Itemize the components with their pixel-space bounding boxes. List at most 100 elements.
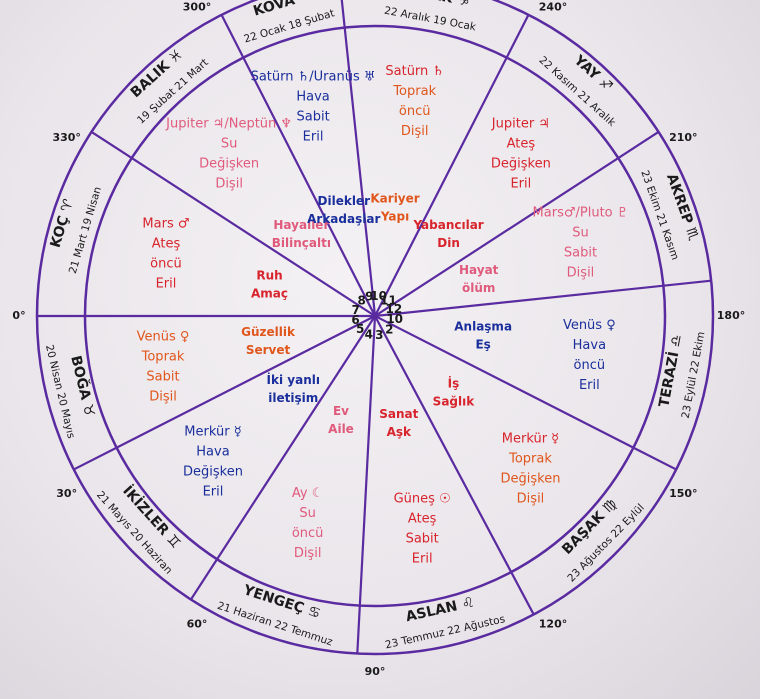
quality-label: Sabit	[564, 246, 597, 261]
quality-label: Eril	[412, 551, 433, 566]
house-number: 8	[357, 294, 365, 308]
degree-mark: 330°	[52, 131, 80, 144]
house-theme: iletişim	[268, 391, 318, 405]
house-number: 5	[356, 322, 364, 336]
quality-label: Su	[572, 226, 589, 241]
degree-mark: 0°	[12, 309, 25, 322]
quality-label: Sabit	[406, 531, 439, 546]
sign-name: BAŞAK ♍	[559, 496, 620, 558]
house-number: 6	[351, 313, 359, 327]
quality-label: Su	[221, 136, 238, 151]
house-theme: Eş	[475, 338, 490, 352]
degree-mark: 300°	[183, 1, 211, 14]
house-theme: İki yanlı	[267, 372, 320, 387]
quality-label: Eril	[510, 176, 531, 191]
house-theme: Kariyer	[370, 191, 419, 205]
planet-label: Satürn ♄/Uranüs ♅	[251, 69, 376, 84]
house-cusp-line	[220, 14, 376, 317]
house-cusp-line	[374, 130, 660, 317]
house-theme: İş	[448, 376, 460, 391]
planet-label: Mars♂/Pluto ♇	[533, 206, 629, 221]
house-theme: Hayaller	[273, 218, 329, 232]
house-theme: Yabancılar	[412, 218, 483, 232]
house-cusp-line	[374, 315, 535, 615]
quality-label: Dişil	[401, 124, 429, 139]
house-number: 7	[352, 303, 360, 317]
house-cusp-line	[90, 130, 376, 317]
house-theme: Amaç	[251, 286, 288, 300]
house-theme: ölüm	[462, 281, 495, 295]
planet-label: Merkür ☿	[184, 424, 241, 439]
planet-label: Satürn ♄	[385, 64, 444, 79]
house-cusp-line	[340, 0, 377, 317]
house-cusp-line	[73, 315, 376, 471]
quality-label: Sabit	[296, 109, 329, 124]
house-theme: Dilekler	[318, 194, 371, 208]
quality-label: Toprak	[392, 84, 436, 99]
sign-name: KOÇ ♈	[48, 197, 77, 249]
sector-11: Jupiter ♃/Neptün ♆ SuDeğişkenDişilHayalle…	[165, 116, 331, 249]
quality-label: Dişil	[517, 491, 545, 506]
degree-mark: 240°	[539, 1, 567, 14]
house-cusp-line	[189, 315, 376, 601]
planet-label: Venüs ♀	[137, 329, 190, 344]
house-number: 10	[370, 289, 387, 303]
house-theme: Sanat	[379, 407, 418, 421]
planet-label: Güneş ☉	[394, 491, 451, 506]
house-theme: Bilinçaltı	[272, 236, 331, 250]
house-theme: Ruh	[256, 268, 282, 282]
degree-mark: 60°	[187, 617, 208, 630]
quality-label: Dişil	[294, 546, 322, 561]
planet-label: Jupiter ♃/Neptün ♆	[165, 116, 292, 131]
house-number: 3	[375, 328, 383, 342]
quality-label: Ateş	[507, 136, 536, 151]
quality-label: öncü	[150, 257, 182, 272]
quality-label: öncü	[292, 526, 324, 541]
quality-label: Hava	[296, 89, 329, 104]
planet-label: Mars ♂	[142, 217, 189, 232]
house-theme: Aşk	[387, 425, 412, 439]
degree-mark: 180°	[717, 309, 745, 322]
quality-label: Değişken	[501, 471, 561, 486]
quality-label: Ateş	[152, 237, 181, 252]
quality-label: Eril	[303, 129, 324, 144]
house-number: 4	[365, 328, 373, 342]
quality-label: Dişil	[215, 176, 243, 191]
house-theme: Hayat	[459, 263, 499, 277]
quality-label: Değişken	[491, 156, 551, 171]
house-cusp-line	[374, 279, 712, 318]
sector-12: Satürn ♄/Uranüs ♅HavaSabitErilDileklerAr…	[251, 69, 381, 226]
quality-label: Sabit	[146, 369, 179, 384]
house-number: 2	[385, 323, 393, 337]
house-number: 9	[365, 289, 373, 303]
house-number: 12	[386, 302, 403, 316]
house-theme: Güzellik	[241, 325, 296, 339]
house-theme: Anlaşma	[454, 320, 512, 334]
house-theme: Servet	[246, 343, 291, 357]
house-number: 10	[386, 312, 403, 326]
quality-label: Toprak	[141, 349, 185, 364]
house-theme: Yapı	[380, 209, 409, 223]
quality-label: Dişil	[149, 389, 177, 404]
degree-mark: 30°	[56, 487, 77, 500]
quality-label: Su	[299, 506, 316, 521]
degree-mark: 150°	[669, 487, 697, 500]
quality-label: Ateş	[408, 511, 437, 526]
quality-label: öncü	[574, 358, 606, 373]
house-theme: Ev	[333, 404, 349, 418]
planet-label: Venüs ♀	[563, 318, 616, 333]
house-cusp-line	[374, 14, 530, 317]
degree-mark: 120°	[539, 617, 567, 630]
quality-label: Değişken	[199, 156, 259, 171]
quality-label: Hava	[573, 338, 606, 353]
quality-label: Eril	[203, 484, 224, 499]
